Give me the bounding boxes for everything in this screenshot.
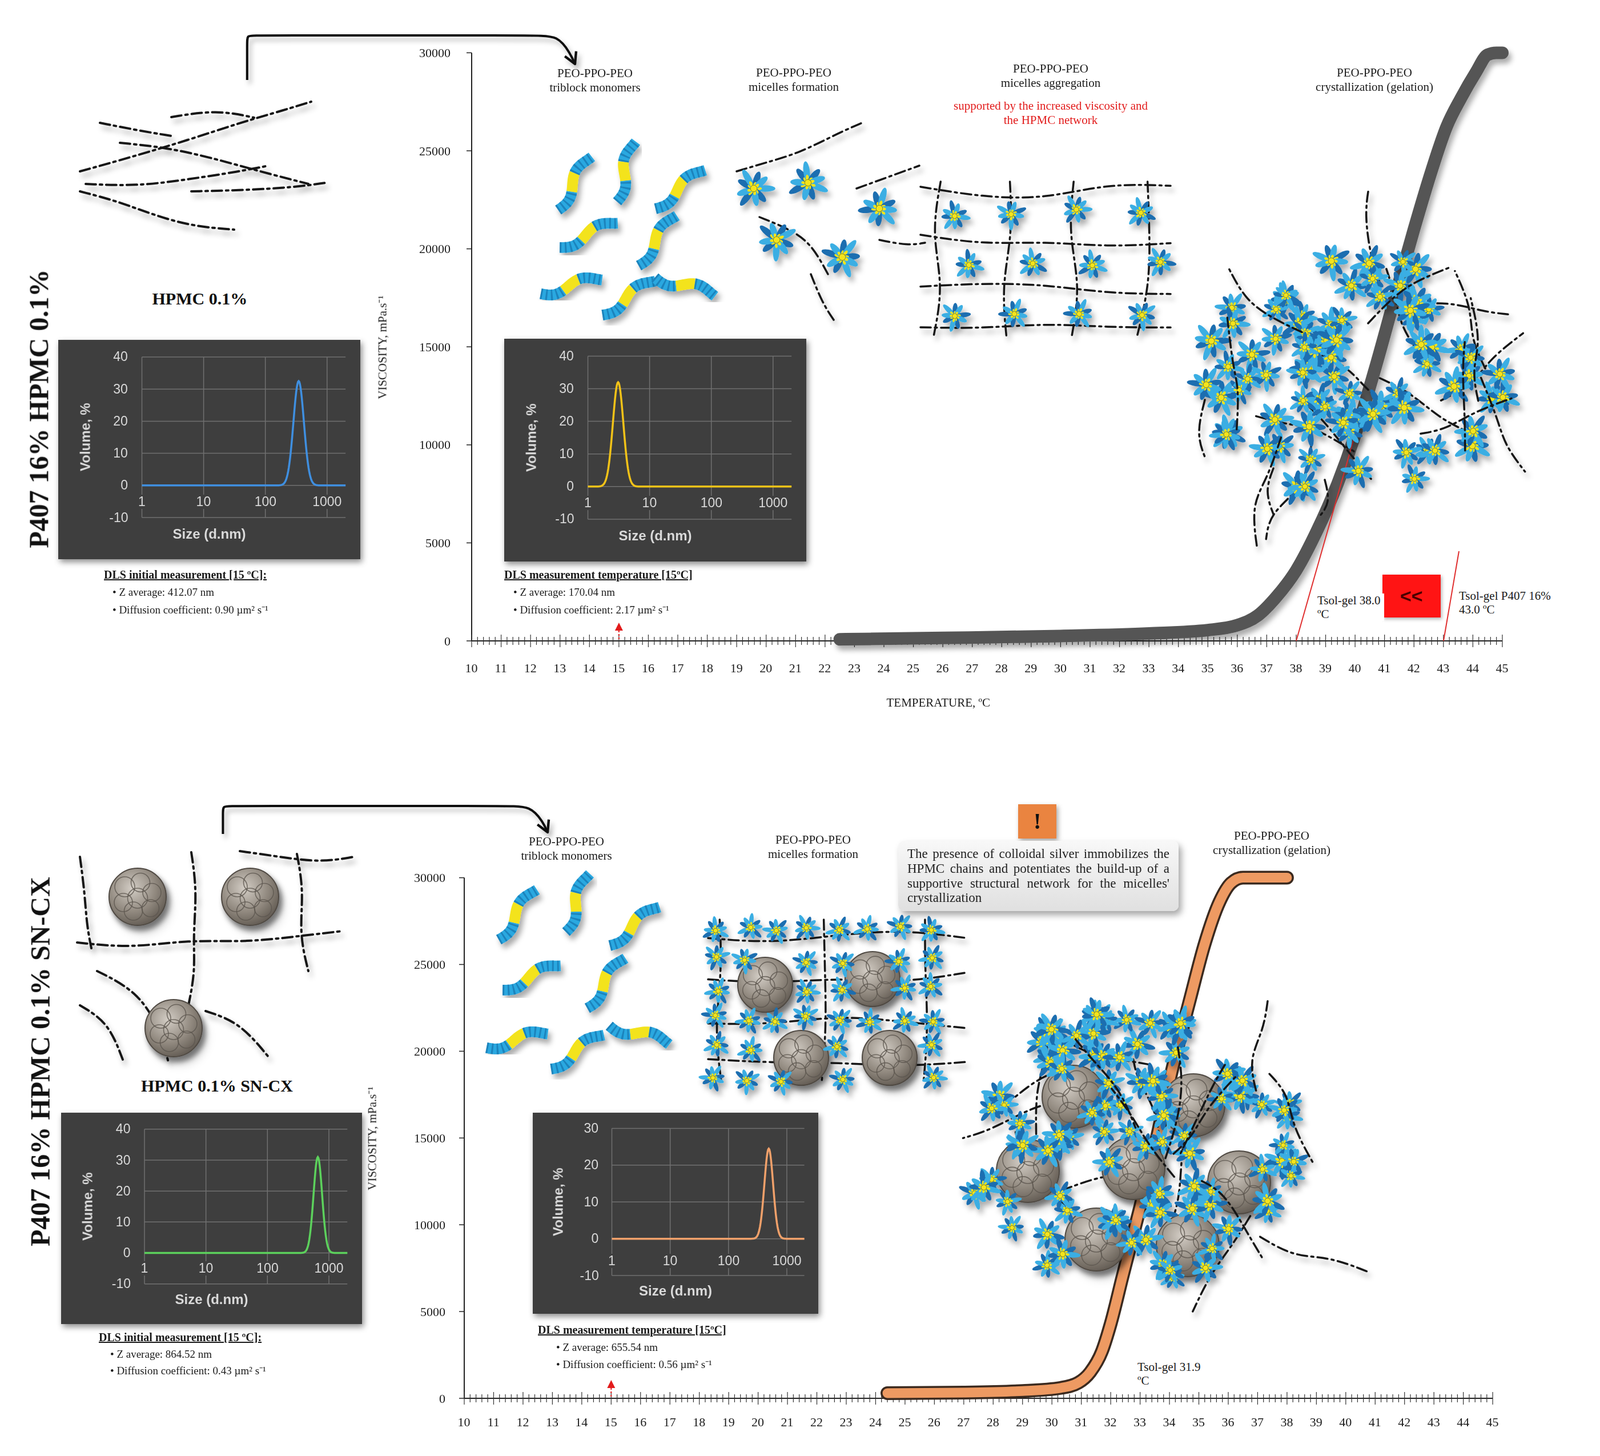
figure-canvas: HPMC 0.1%PEO-PPO-PEO triblock monomers40… <box>0 0 1600 1456</box>
